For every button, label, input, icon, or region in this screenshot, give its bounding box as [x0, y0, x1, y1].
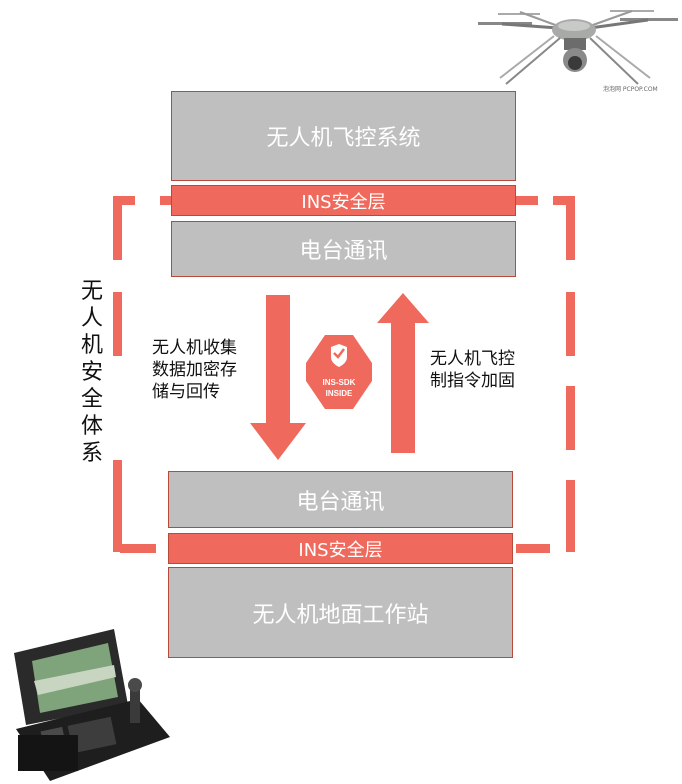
- frame-left-3: [113, 460, 122, 552]
- frame-bottom-left: [120, 544, 156, 553]
- security-system-label: 无人机安全体系: [80, 279, 103, 466]
- top-ins-layer-box: INS安全层: [171, 185, 516, 216]
- ground-station-label: 无人机地面工作站: [252, 602, 429, 628]
- image-credit: 泡泡网 PCPOP.COM: [603, 86, 658, 93]
- bottom-radio-box: 电台通讯: [168, 471, 513, 528]
- frame-top-right-corner: [553, 196, 575, 205]
- bottom-ins-layer-box: INS安全层: [168, 533, 513, 564]
- up-arrow: [377, 293, 429, 453]
- right-note-line: 无人机飞控: [430, 349, 515, 369]
- flight-control-box: 无人机飞控系统: [171, 91, 516, 181]
- frame-bottom-right: [516, 544, 550, 553]
- frame-left-1: [113, 196, 122, 260]
- top-radio-box: 电台通讯: [171, 221, 516, 277]
- badge-line1: INS-SDK: [323, 378, 356, 387]
- top-radio-label: 电台通讯: [299, 239, 388, 264]
- frame-right-3: [566, 386, 575, 450]
- top-ins-layer-label: INS安全层: [301, 191, 386, 213]
- frame-left-2: [113, 292, 122, 356]
- badge-line2: INSIDE: [326, 389, 353, 398]
- drone-image: [478, 10, 678, 85]
- ground-station-box: 无人机地面工作站: [168, 567, 513, 658]
- frame-top-left: [113, 196, 135, 205]
- frame-top-right: [516, 196, 538, 205]
- bottom-ins-layer-label: INS安全层: [298, 539, 383, 561]
- left-note: 无人机收集 数据加密存 储与回传: [152, 337, 237, 403]
- left-note-line: 无人机收集: [152, 338, 237, 358]
- frame-right-2: [566, 292, 575, 356]
- flight-control-label: 无人机飞控系统: [266, 126, 421, 151]
- frame-right-1: [566, 196, 575, 260]
- left-note-line: 数据加密存: [152, 360, 237, 380]
- ground-station-image: [14, 629, 170, 781]
- left-note-line: 储与回传: [152, 382, 220, 402]
- right-note-line: 制指令加固: [430, 371, 515, 391]
- bottom-radio-label: 电台通讯: [296, 489, 385, 515]
- right-note: 无人机飞控 制指令加固: [430, 348, 515, 392]
- frame-top-mid: [160, 196, 172, 205]
- down-arrow: [250, 295, 306, 460]
- frame-right-4: [566, 480, 575, 552]
- ins-sdk-badge: INS-SDK INSIDE: [306, 335, 372, 409]
